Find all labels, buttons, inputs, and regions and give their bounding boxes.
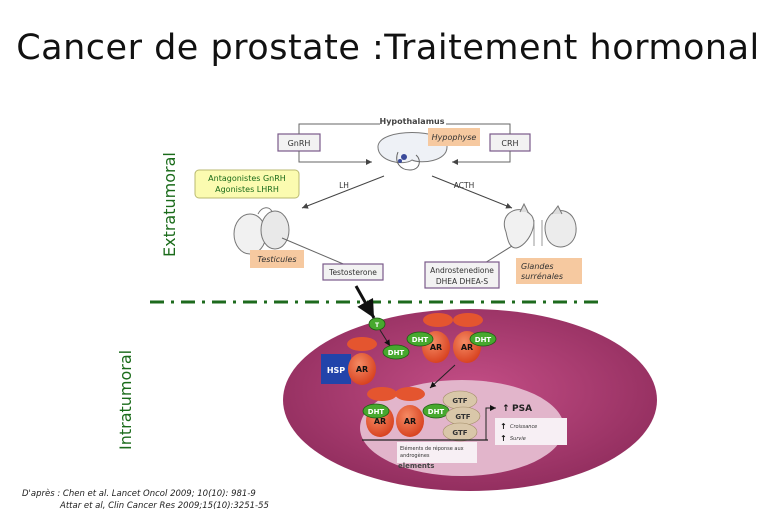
antagonistes-line2: Agonistes LHRH	[215, 185, 279, 194]
antagonistes-box	[194, 169, 300, 199]
dht-dimer-left-text: DHT	[412, 336, 429, 344]
elements-box	[397, 442, 477, 463]
antagonistes-line1: Antagonistes GnRH	[208, 174, 286, 183]
reference-line-2: Attar et al, Clin Cancer Res 2009;15(10)…	[60, 501, 269, 511]
elements-line2: androgènes	[400, 452, 430, 459]
t-text: T	[375, 322, 380, 329]
crh-connector	[446, 123, 511, 134]
hsp-block	[321, 354, 351, 384]
gtf-text-1: GTF	[452, 397, 467, 405]
ar-free-text: AR	[356, 365, 368, 374]
t-molecule	[368, 317, 386, 331]
testosterone-box	[322, 263, 384, 281]
testes-icon	[233, 207, 290, 255]
elements-line1: Eléments de réponse aux	[400, 445, 464, 452]
dht-nuclear-right-text: DHT	[428, 408, 445, 416]
hypophyse-text: Hypophyse	[432, 133, 477, 142]
testicules-text: Testicules	[257, 255, 296, 264]
testosterone-entry-arrow	[354, 285, 376, 319]
glandes-line1: Glandes	[521, 262, 554, 271]
lh-text: LH	[339, 181, 349, 190]
acth-arrow	[431, 175, 513, 209]
testes-to-testosterone	[281, 237, 349, 267]
hypothalamus-text: Hypothalamus	[380, 117, 445, 126]
crh-text: CRH	[501, 139, 518, 148]
ar-nuclear-left-text: AR	[374, 417, 386, 426]
lh-arrow	[301, 175, 385, 209]
dht-molecule-dimer-left	[406, 331, 434, 347]
psa-text: PSA	[512, 404, 532, 414]
dht-nuclear-left-text: DHT	[368, 408, 385, 416]
dht-dimer-right-text: DHT	[475, 336, 492, 344]
testicules-box	[250, 250, 304, 268]
dht-molecule-nuclear-left	[362, 403, 390, 419]
t-to-dht-arrow	[379, 329, 391, 347]
gtf-block-3	[442, 422, 478, 442]
ar-cap-free	[347, 337, 377, 351]
ar-receptor-nuclear-right	[396, 405, 424, 437]
page-title: Cancer de prostate :Traitement hormonal	[16, 28, 760, 68]
ar-dimer-left-text: AR	[430, 343, 442, 352]
dht-molecule-free	[382, 344, 410, 360]
ar-cap-nuclear-left	[367, 387, 397, 401]
ar-cap-nuclear-right	[395, 387, 425, 401]
ar-cap-dimer-right	[453, 313, 483, 327]
gtf-text-2: GTF	[455, 413, 470, 421]
croissance-text: Croissance	[510, 424, 537, 430]
testosterone-text: Testosterone	[328, 268, 377, 277]
adrenal-icon	[503, 202, 577, 249]
gnrh-connector	[298, 123, 380, 134]
hypophyse-box	[428, 128, 480, 146]
acth-text: ACTH	[454, 181, 474, 190]
androstenedione-box	[424, 261, 500, 289]
psa-up-arrow: ↑	[502, 404, 510, 414]
hsp-text: HSP	[327, 366, 345, 375]
croissance-up-arrow: ↑	[500, 422, 507, 431]
dimer-to-nucleus-arrow	[429, 364, 456, 389]
ar-nuclear-right-text: AR	[404, 417, 416, 426]
references: D'après : Chen et al. Lancet Oncol 2009;…	[22, 488, 269, 512]
ar-cap-dimer-left	[423, 313, 453, 327]
glandes-line2: surrénales	[521, 271, 563, 281]
outcomes-box	[495, 418, 567, 445]
gnrh-arrow	[298, 151, 372, 165]
reference-line-1: D'après : Chen et al. Lancet Oncol 2009;…	[22, 489, 256, 499]
gtf-text-3: GTF	[452, 429, 467, 437]
survie-up-arrow: ↑	[500, 434, 507, 443]
crh-arrow	[452, 151, 511, 165]
transcription-arrow	[485, 405, 496, 440]
elements-word: elements	[398, 462, 434, 470]
ar-dimer-right-text: AR	[461, 343, 473, 352]
androstenedione-line2: DHEA DHEA-S	[436, 277, 488, 286]
glandes-box	[516, 258, 582, 284]
androstenedione-line1: Androstenedione	[430, 266, 494, 275]
survie-text: Survie	[510, 436, 526, 442]
dht-molecule-dimer-right	[469, 331, 497, 347]
gnrh-text: GnRH	[288, 139, 311, 148]
ar-receptor-free	[348, 353, 376, 385]
dht-free-text: DHT	[388, 349, 405, 357]
